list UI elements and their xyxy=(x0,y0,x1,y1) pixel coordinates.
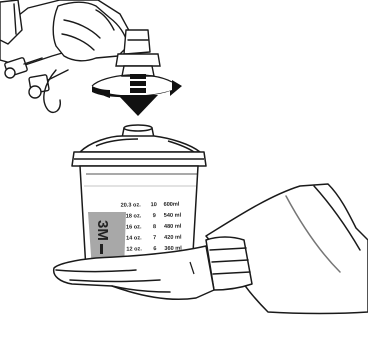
brand-logo: 3M xyxy=(94,220,111,241)
cup-lid xyxy=(72,125,206,166)
gun-adapter xyxy=(116,54,160,76)
scale-row-4-idx: 6 xyxy=(153,246,156,252)
brand-divider xyxy=(100,244,103,254)
down-arrow-icon xyxy=(118,74,158,116)
scale-row-0-ml: 600ml xyxy=(164,202,180,208)
scale-row-3-ml: 420 ml xyxy=(164,235,182,241)
scale-row-1-oz: 18 oz. xyxy=(126,213,142,219)
scale-row-1-ml: 540 ml xyxy=(164,213,182,219)
scale-row-0-oz: 20.3 oz. xyxy=(121,202,142,208)
scale-row-2-ml: 480 ml xyxy=(164,224,182,230)
scale-row-3-oz: 14 oz. xyxy=(126,235,142,241)
scale-row-0-idx: 10 xyxy=(151,202,157,208)
scale-row-2-oz: 16 oz. xyxy=(126,224,142,230)
scale-row-4-oz: 12 oz. xyxy=(126,246,142,252)
scale-row-2-idx: 8 xyxy=(153,224,156,230)
scale-row-1-idx: 9 xyxy=(153,213,156,219)
scale-row-3-idx: 7 xyxy=(153,235,156,241)
